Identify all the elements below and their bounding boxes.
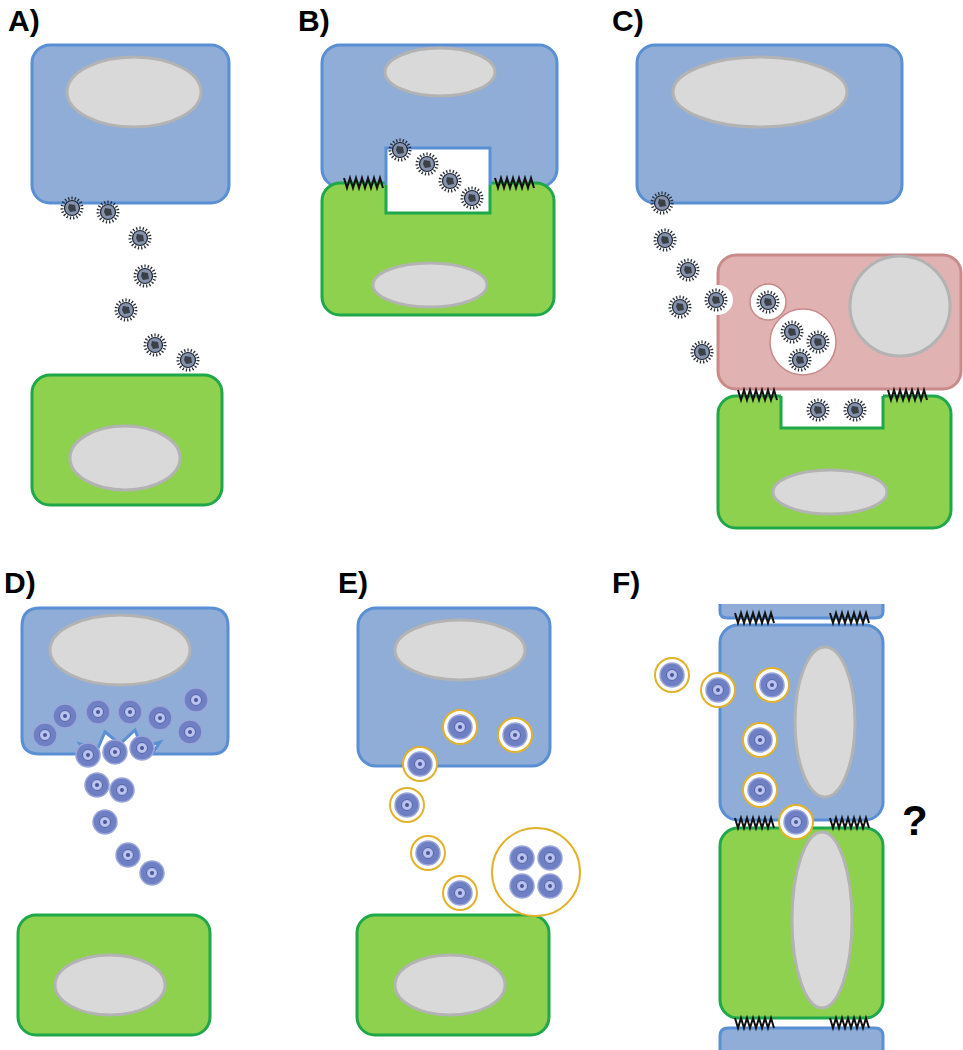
panel-a — [32, 45, 229, 505]
panel-label: A) — [8, 6, 40, 36]
panel-b — [322, 45, 557, 315]
panel-label: F) — [612, 568, 640, 598]
panel-f — [655, 604, 883, 1050]
panel-d — [18, 608, 228, 1035]
panel-c — [637, 45, 961, 528]
question-mark: ? — [902, 800, 928, 842]
panel-label: D) — [4, 568, 36, 598]
panel-label: E) — [338, 568, 368, 598]
panel-e — [357, 608, 580, 1035]
panel-label: B) — [298, 6, 330, 36]
panel-label: C) — [612, 6, 644, 36]
